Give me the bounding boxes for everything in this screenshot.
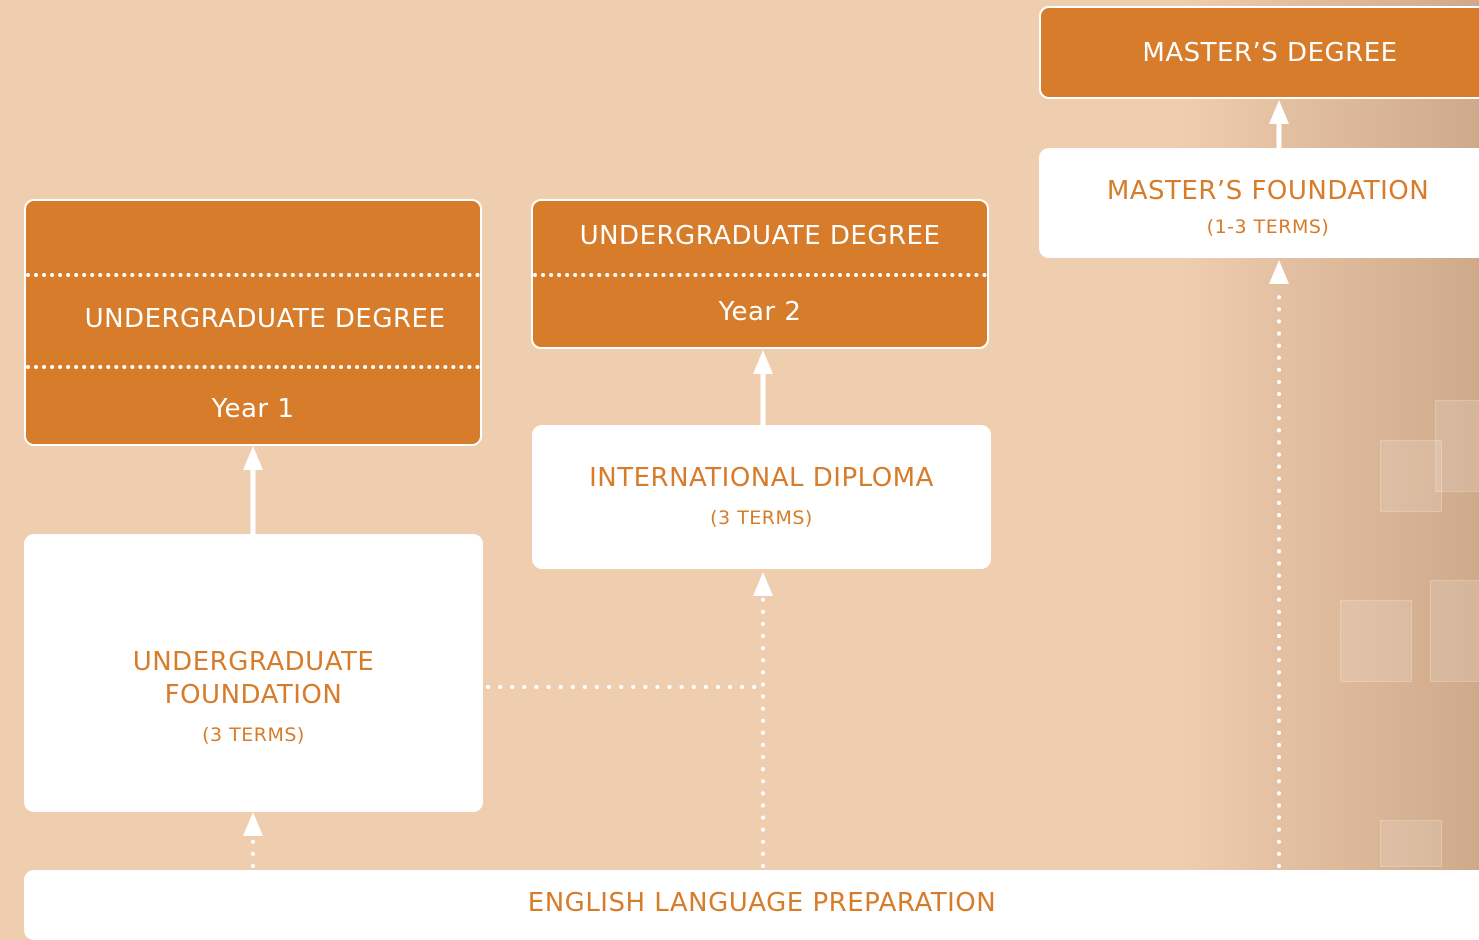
ug-degree-year2-year: Year 2 bbox=[718, 297, 802, 327]
english-prep-box: ENGLISH LANGUAGE PREPARATION bbox=[24, 870, 1479, 940]
year1-top-divider bbox=[26, 273, 480, 277]
background-photo bbox=[1180, 0, 1479, 933]
ug-foundation-title-line2: FOUNDATION bbox=[164, 680, 343, 710]
ug-degree-year1-title: UNDERGRADUATE DEGREE bbox=[84, 304, 446, 334]
arrow-head-mdegree bbox=[1269, 100, 1289, 124]
international-diploma-duration: (3 TERMS) bbox=[710, 507, 813, 529]
english-prep-title: ENGLISH LANGUAGE PREPARATION bbox=[527, 888, 997, 918]
masters-foundation-duration: (1-3 TERMS) bbox=[1206, 216, 1330, 238]
dotted-arrow-head-mfoundation bbox=[1269, 260, 1289, 284]
dotted-arrow-head-foundation bbox=[243, 812, 263, 836]
masters-degree-box: MASTER’S DEGREE bbox=[1039, 6, 1479, 99]
international-diploma-title: INTERNATIONAL DIPLOMA bbox=[589, 463, 934, 493]
ug-foundation-duration: (3 TERMS) bbox=[202, 724, 305, 746]
ug-degree-year1-year: Year 1 bbox=[211, 394, 295, 424]
ug-degree-year1-box: UNDERGRADUATE DEGREE Year 1 bbox=[24, 199, 482, 446]
international-diploma-box: INTERNATIONAL DIPLOMA (3 TERMS) bbox=[532, 425, 991, 569]
arrow-head-year2 bbox=[753, 350, 773, 374]
ug-degree-year2-title: UNDERGRADUATE DEGREE bbox=[579, 221, 941, 251]
masters-foundation-title: MASTER’S FOUNDATION bbox=[1106, 176, 1430, 206]
ug-foundation-box: UNDERGRADUATE FOUNDATION (3 TERMS) bbox=[24, 534, 483, 812]
arrow-head-year1 bbox=[243, 446, 263, 470]
year2-divider bbox=[533, 273, 987, 277]
ug-degree-year2-box: UNDERGRADUATE DEGREE Year 2 bbox=[531, 199, 989, 349]
ug-foundation-title-line1: UNDERGRADUATE bbox=[132, 647, 375, 677]
masters-foundation-box: MASTER’S FOUNDATION (1-3 TERMS) bbox=[1039, 148, 1479, 258]
dotted-arrow-head-diploma bbox=[753, 572, 773, 596]
masters-degree-title: MASTER’S DEGREE bbox=[1142, 38, 1398, 68]
year1-bottom-divider bbox=[26, 365, 480, 369]
